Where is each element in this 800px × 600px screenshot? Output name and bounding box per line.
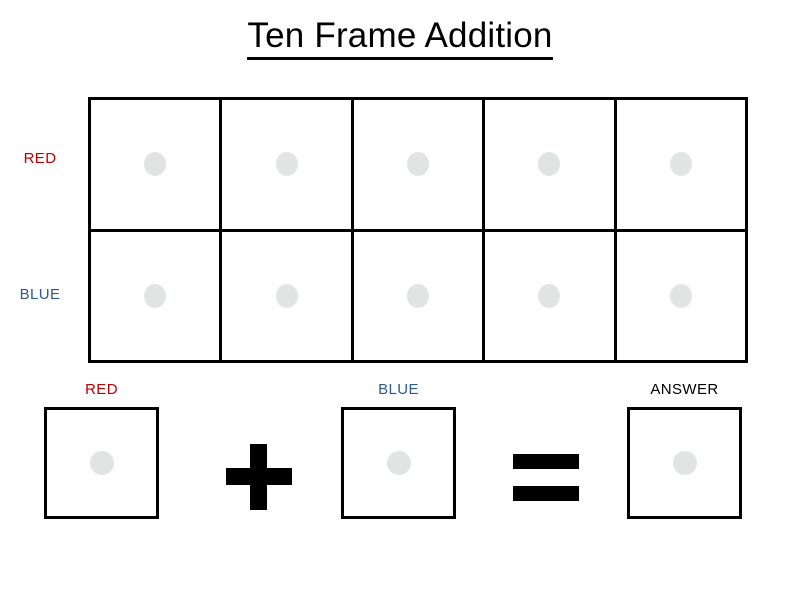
counter-dot-icon: [89, 451, 114, 475]
counter-dot-icon: [406, 152, 429, 177]
plus-icon-vertical-bar: [250, 444, 267, 510]
counter-dot-icon: [275, 152, 298, 177]
equals-icon-top-bar: [513, 454, 579, 469]
counter-dot-icon: [669, 152, 692, 177]
equation-blue-box[interactable]: [341, 407, 456, 519]
tenframe-cell-blue-1[interactable]: [91, 231, 223, 363]
tenframe-cell-blue-4[interactable]: [485, 231, 617, 363]
equals-icon: [513, 452, 579, 504]
equation-red-box[interactable]: [44, 407, 159, 519]
tenframe-cell-red-4[interactable]: [485, 100, 617, 232]
tenframe-cell-blue-2[interactable]: [222, 231, 354, 363]
equation-label-answer: ANSWER: [650, 381, 719, 398]
equation-label-red: RED: [85, 381, 118, 398]
ten-frame-grid: [88, 97, 748, 363]
tenframe-cell-red-1[interactable]: [91, 100, 223, 232]
counter-dot-icon: [538, 283, 561, 308]
counter-dot-icon: [669, 283, 692, 308]
page-title-container: Ten Frame Addition: [0, 17, 800, 60]
counter-dot-icon: [672, 451, 697, 475]
tenframe-cell-red-3[interactable]: [353, 100, 486, 232]
tenframe-cell-blue-5[interactable]: [616, 231, 748, 363]
tenframe-cell-red-5[interactable]: [616, 100, 748, 232]
page-title: Ten Frame Addition: [247, 17, 553, 60]
equation-group-blue: BLUE: [341, 381, 456, 519]
tenframe-row-label-blue: BLUE: [19, 286, 61, 303]
equals-icon-bottom-bar: [513, 486, 579, 501]
tenframe-row-label-red: RED: [23, 150, 57, 167]
equation-label-blue: BLUE: [378, 381, 419, 398]
counter-dot-icon: [538, 152, 561, 177]
counter-dot-icon: [275, 283, 298, 308]
tenframe-cell-red-2[interactable]: [222, 100, 354, 232]
tenframe-cell-blue-3[interactable]: [353, 231, 486, 363]
counter-dot-icon: [386, 451, 411, 475]
plus-icon: [222, 440, 296, 514]
equation-answer-box[interactable]: [627, 407, 742, 519]
counter-dot-icon: [406, 283, 429, 308]
counter-dot-icon: [144, 152, 167, 177]
equation-group-answer: ANSWER: [627, 381, 742, 519]
equation-group-red: RED: [44, 381, 159, 519]
counter-dot-icon: [144, 283, 167, 308]
